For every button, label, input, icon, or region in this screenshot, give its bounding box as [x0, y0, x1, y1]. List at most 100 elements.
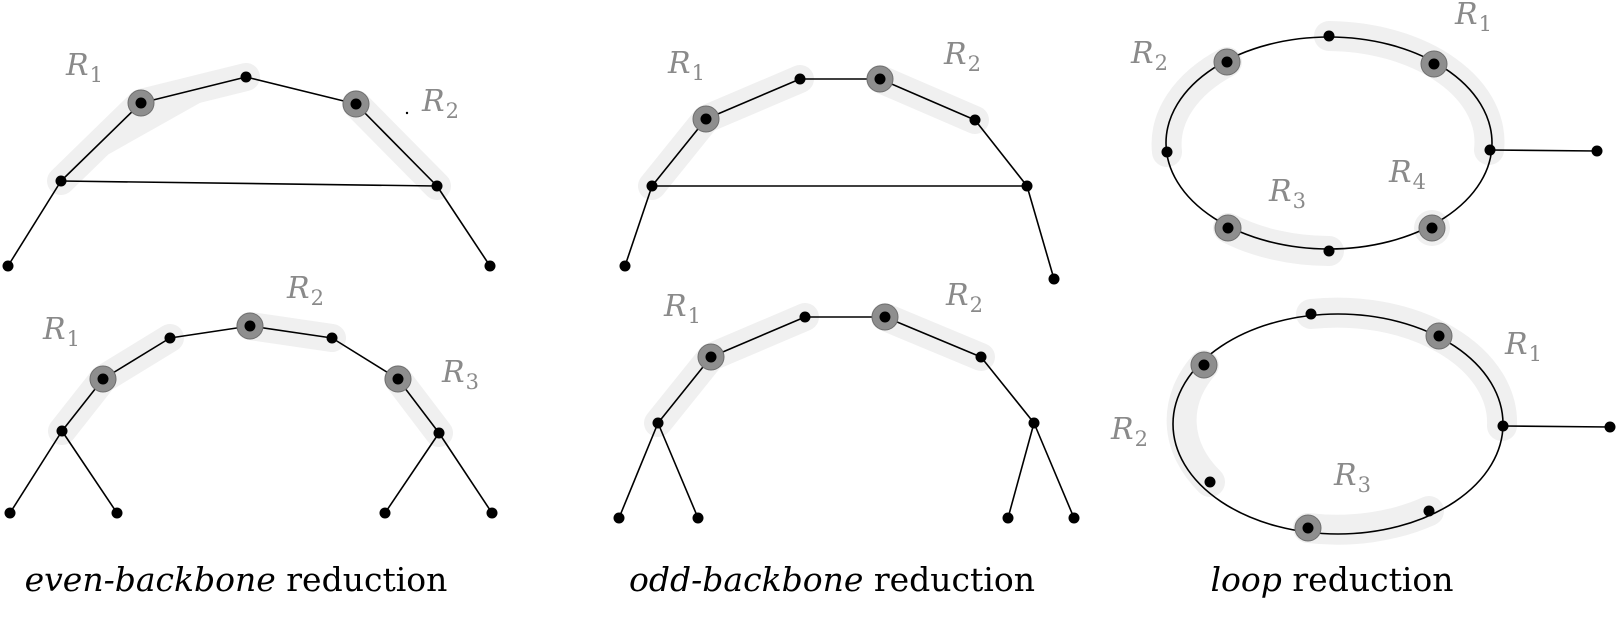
backbone-edge	[245, 76, 357, 105]
region-label-r4: R4	[1388, 155, 1426, 194]
leaf-edge	[618, 422, 659, 519]
caption-term: loop	[1210, 560, 1282, 599]
backbone-edge	[710, 316, 806, 358]
region-r1-outline	[1314, 21, 1505, 165]
caption-rest: reduction	[275, 560, 448, 599]
backbone-edge	[140, 76, 247, 104]
caption-even-backbone: even-backbone reduction	[25, 560, 448, 599]
loop-top-panel: R1 R2 R3 R4	[1130, 0, 1603, 266]
graph-node	[652, 417, 664, 429]
graph-node	[135, 97, 147, 109]
even-backbone-bottom-panel: R1 R2 R3	[4, 271, 498, 519]
graph-node	[1161, 146, 1173, 158]
graph-node	[1204, 476, 1216, 488]
region-r3-outline	[1213, 213, 1344, 266]
backbone-edge	[355, 103, 438, 187]
leaf-edge	[1026, 185, 1055, 280]
leaf-node	[1591, 145, 1603, 157]
graph-node	[326, 332, 338, 344]
graph-node	[1323, 30, 1335, 42]
region-r3-outline	[1293, 496, 1444, 545]
region-r1-outline	[638, 65, 814, 200]
region-label-r1: R1	[1504, 327, 1542, 366]
graph-node	[1433, 330, 1445, 342]
leaf-edge	[1489, 149, 1598, 152]
even-backbone-top-panel: R1 R2	[2, 48, 496, 272]
leaf-node	[1068, 512, 1080, 524]
region-label-r2: R2	[421, 84, 459, 123]
caption-term: odd-backbone	[629, 560, 864, 599]
caption-term: even-backbone	[24, 560, 276, 599]
graph-node	[431, 180, 443, 192]
leaf-node	[1604, 421, 1616, 433]
leaf-edge	[1007, 422, 1035, 519]
leaf-edge	[624, 185, 653, 267]
leaf-node	[4, 507, 16, 519]
caption-odd-backbone: odd-backbone reduction	[629, 560, 1035, 599]
stray-dot	[405, 111, 409, 115]
region-label-r1: R1	[663, 289, 701, 328]
caption-rest: reduction	[1281, 560, 1454, 599]
leaf-edge	[7, 180, 62, 267]
leaf-edge	[1502, 425, 1611, 428]
caption-loop: loop reduction	[1210, 560, 1453, 599]
leaf-edge	[438, 432, 493, 514]
graph-node	[56, 425, 68, 437]
graph-node	[700, 113, 712, 125]
leaf-node	[486, 507, 498, 519]
graph-node	[874, 73, 886, 85]
graph-node	[1302, 522, 1314, 534]
graph-node	[975, 351, 987, 363]
leaf-edge	[1033, 422, 1075, 519]
graph-node	[244, 320, 256, 332]
graph-node	[646, 180, 658, 192]
graph-node	[1305, 308, 1317, 320]
region-label-r2: R2	[943, 37, 981, 76]
leaf-node	[379, 507, 391, 519]
graph-node	[879, 311, 891, 323]
region-label-r2: R2	[1110, 412, 1148, 451]
leaf-edge	[436, 185, 491, 267]
leaf-node	[2, 260, 14, 272]
graph-node	[1221, 56, 1233, 68]
region-r1-outline	[1296, 297, 1518, 441]
graph-node	[705, 351, 717, 363]
backbone-edge	[249, 325, 333, 339]
leaf-node	[1048, 273, 1060, 285]
region-r2-outline	[1166, 350, 1225, 497]
graph-node	[164, 332, 176, 344]
region-r1-outline	[48, 324, 184, 445]
graph-node	[433, 427, 445, 439]
caption-rest: reduction	[863, 560, 1035, 599]
leaf-node	[613, 512, 625, 524]
backbone-edge	[651, 118, 707, 187]
backbone-edge	[974, 119, 1028, 187]
graph-node	[392, 373, 404, 385]
graph-node	[1428, 58, 1440, 70]
graph-node	[794, 73, 806, 85]
region-label-r1: R1	[667, 46, 705, 85]
graph-node	[969, 114, 981, 126]
graph-node	[55, 175, 67, 187]
region-label-r1: R1	[1454, 0, 1492, 36]
odd-backbone-top-panel: R1 R2	[619, 37, 1060, 285]
loop-bottom-panel: R1 R2 R3	[1110, 297, 1616, 545]
graph-node	[240, 71, 252, 83]
graph-node	[799, 311, 811, 323]
region-label-r2: R2	[1130, 36, 1168, 75]
leaf-node	[1002, 512, 1014, 524]
region-label-r1: R1	[42, 312, 80, 351]
region-r1-outline	[644, 303, 819, 437]
graph-node	[1021, 180, 1033, 192]
region-label-r3: R3	[441, 355, 479, 394]
odd-backbone-bottom-panel: R1 R2	[613, 278, 1080, 524]
graph-node	[350, 98, 362, 110]
leaf-edge	[384, 432, 440, 514]
backbone-edge	[657, 356, 712, 424]
backbone-edge	[705, 78, 801, 120]
backbone-edge	[60, 102, 142, 182]
graph-node	[1423, 505, 1435, 517]
graph-node	[1497, 420, 1509, 432]
leaf-node	[484, 260, 496, 272]
